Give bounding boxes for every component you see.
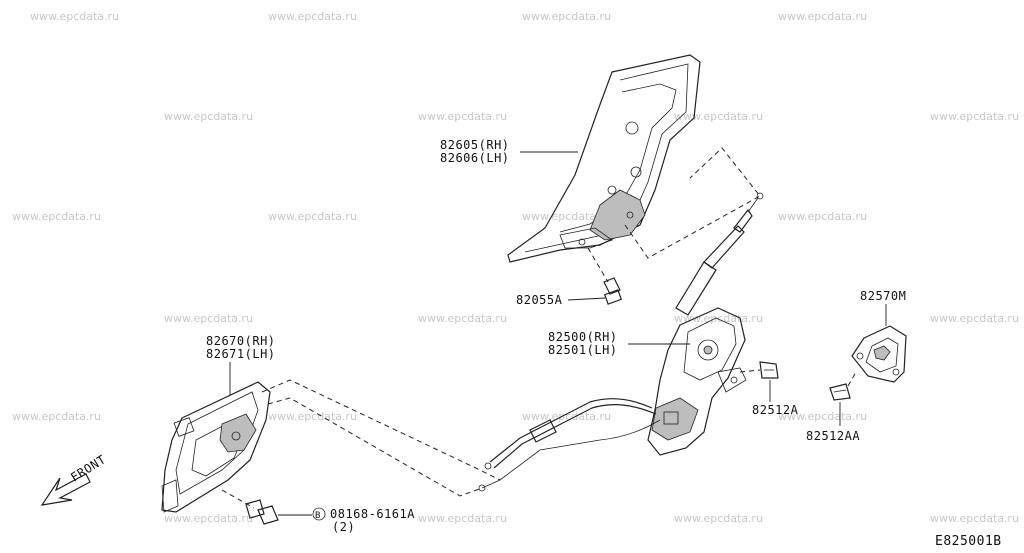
- watermark: www.epcdata.ru: [522, 410, 611, 423]
- watermark: www.epcdata.ru: [268, 210, 357, 223]
- watermark: www.epcdata.ru: [418, 512, 507, 525]
- watermark: www.epcdata.ru: [930, 312, 1019, 325]
- watermark: www.epcdata.ru: [418, 312, 507, 325]
- watermark: www.epcdata.ru: [164, 512, 253, 525]
- control-rod[interactable]: [675, 192, 764, 316]
- screw-82512aa[interactable]: [829, 371, 857, 401]
- watermark: www.epcdata.ru: [522, 210, 611, 223]
- screw-82512a[interactable]: [739, 361, 779, 379]
- bolt-82055a[interactable]: [587, 247, 623, 305]
- watermark: www.epcdata.ru: [12, 210, 101, 223]
- label-82605: 82605(RH): [440, 138, 510, 152]
- watermark: www.epcdata.ru: [418, 110, 507, 123]
- watermark: www.epcdata.ru: [12, 410, 101, 423]
- watermark: www.epcdata.ru: [778, 10, 867, 23]
- watermark: www.epcdata.ru: [778, 210, 867, 223]
- bolt-marker-circle: [312, 507, 326, 521]
- label-82512aa: 82512AA: [806, 429, 860, 443]
- bolt-marker: B: [315, 511, 321, 521]
- watermark: www.epcdata.ru: [930, 512, 1019, 525]
- inside-handle-assembly[interactable]: [507, 54, 701, 263]
- front-arrow-icon: [40, 473, 91, 506]
- watermark: www.epcdata.ru: [674, 512, 763, 525]
- watermark: www.epcdata.ru: [268, 10, 357, 23]
- label-82500: 82500(RH): [548, 330, 618, 344]
- striker-82570m[interactable]: [851, 325, 907, 383]
- label-82512a: 82512A: [752, 403, 799, 417]
- front-direction-indicator: FRONT: [40, 452, 108, 506]
- watermark-layer: www.epcdata.ru www.epcdata.ru www.epcdat…: [12, 10, 1019, 525]
- watermark: www.epcdata.ru: [522, 10, 611, 23]
- label-82671: 82671(LH): [206, 347, 276, 361]
- leader-82055a: [567, 297, 606, 301]
- label-82670: 82670(RH): [206, 334, 276, 348]
- outside-handle-assembly[interactable]: [161, 381, 271, 513]
- label-82055a: 82055A: [516, 293, 563, 307]
- label-82570m: 82570M: [860, 289, 906, 303]
- lock-cables[interactable]: [478, 398, 661, 492]
- watermark: www.epcdata.ru: [268, 410, 357, 423]
- label-82606: 82606(LH): [440, 151, 510, 165]
- watermark: www.epcdata.ru: [930, 110, 1019, 123]
- routing-line: [267, 397, 483, 497]
- routing-line: [624, 147, 761, 259]
- routing-line: [261, 379, 501, 481]
- watermark: www.epcdata.ru: [778, 410, 867, 423]
- watermark: www.epcdata.ru: [164, 110, 253, 123]
- label-08168-6161a: 08168-6161A: [330, 507, 415, 521]
- label-82501: 82501(LH): [548, 343, 618, 357]
- diagram-id: E825001B: [935, 534, 1002, 549]
- bolt-08168-6161a[interactable]: [221, 489, 279, 525]
- watermark: www.epcdata.ru: [674, 110, 763, 123]
- label-bolt-quantity: (2): [332, 520, 355, 534]
- watermark: www.epcdata.ru: [30, 10, 119, 23]
- watermark: www.epcdata.ru: [164, 312, 253, 325]
- door-lock-actuator[interactable]: [647, 307, 747, 456]
